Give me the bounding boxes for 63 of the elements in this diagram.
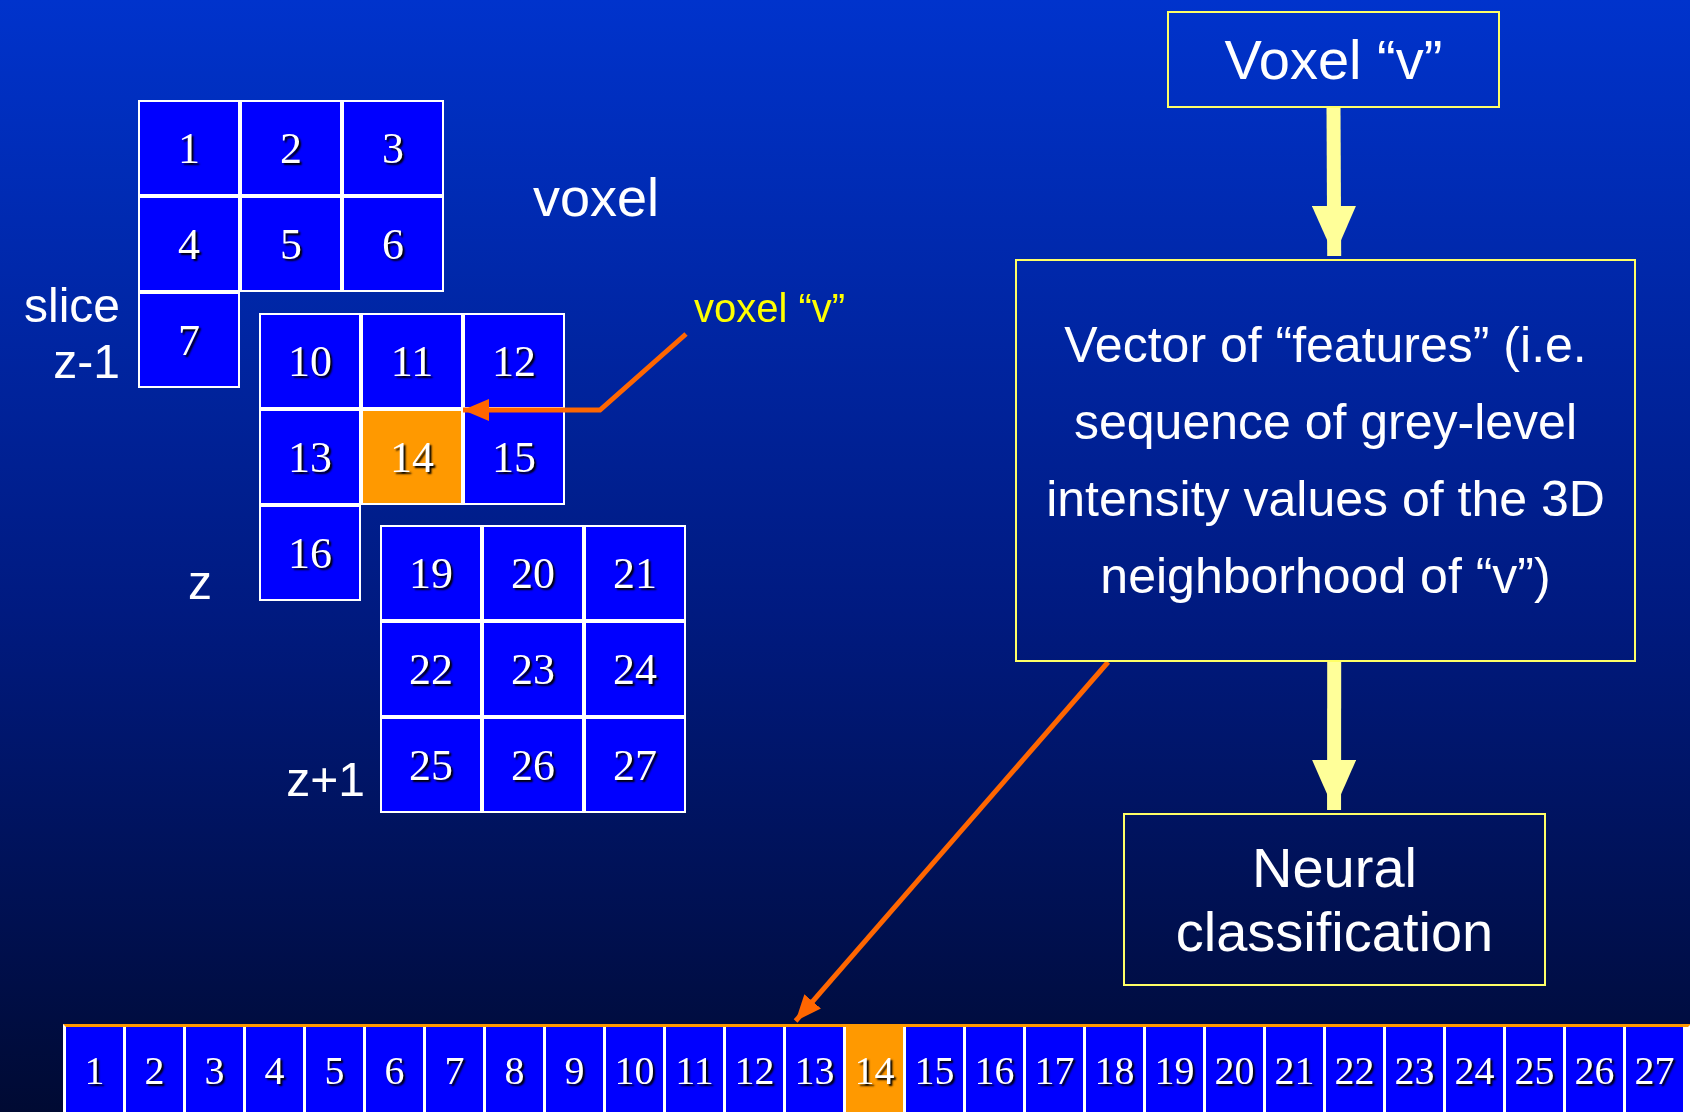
grid-cell: 22 — [380, 621, 482, 717]
arrow — [463, 332, 688, 421]
vector-cell: 21 — [1266, 1027, 1323, 1112]
grid-cell: 14 — [361, 409, 463, 505]
vector-cell: 5 — [306, 1027, 363, 1112]
vector-cell: 16 — [966, 1027, 1023, 1112]
grid-cell: 4 — [138, 196, 240, 292]
grid-cell: 3 — [342, 100, 444, 196]
grid-cell: 25 — [380, 717, 482, 813]
arrow — [1311, 107, 1356, 257]
feature-vector-bar — [63, 1024, 1690, 1112]
grid-cell: 24 — [584, 621, 686, 717]
vector-cell: 18 — [1086, 1027, 1143, 1112]
grid-cell: 7 — [138, 292, 240, 388]
grid-cell: 26 — [482, 717, 584, 813]
grid-cell: 13 — [259, 409, 361, 505]
vector-cell: 8 — [486, 1027, 543, 1112]
grid-cell: 20 — [482, 525, 584, 621]
arrow — [1312, 662, 1357, 810]
slice-label: slice z-1 — [22, 278, 120, 390]
vector-cell: 10 — [606, 1027, 663, 1112]
vector-cell: 6 — [366, 1027, 423, 1112]
vector-cell: 25 — [1506, 1027, 1563, 1112]
arrow — [793, 660, 1111, 1023]
grid-cell: 15 — [463, 409, 565, 505]
vector-cell: 24 — [1446, 1027, 1503, 1112]
grid-cell: 2 — [240, 100, 342, 196]
vector-cell: 17 — [1026, 1027, 1083, 1112]
vector-cell: 2 — [126, 1027, 183, 1112]
vector-cell: 19 — [1146, 1027, 1203, 1112]
grid-cell: 27 — [584, 717, 686, 813]
text-box: Vector of “features” (i.e. sequence of grey-level intensity values of the 3D neighborhood of “v”) — [1015, 259, 1636, 662]
vector-cell: 13 — [786, 1027, 843, 1112]
vector-cell: 27 — [1626, 1027, 1683, 1112]
vector-cell: 12 — [726, 1027, 783, 1112]
vector-cell: 1 — [66, 1027, 123, 1112]
vector-cell: 23 — [1386, 1027, 1443, 1112]
vector-cell: 4 — [246, 1027, 303, 1112]
callout-text: voxel “v” — [686, 282, 876, 334]
voxel-label: voxel — [533, 166, 660, 228]
text-box: Voxel “v” — [1167, 11, 1500, 108]
grid-cell: 16 — [259, 505, 361, 601]
grid-cell: 6 — [342, 196, 444, 292]
vector-cell: 14 — [846, 1027, 903, 1112]
slice-label: z — [187, 555, 213, 611]
vector-cell: 20 — [1206, 1027, 1263, 1112]
slice-label: z+1 — [285, 752, 365, 808]
grid-cell: 11 — [361, 313, 463, 409]
text-box: Neural classification — [1123, 813, 1546, 986]
vector-cell: 11 — [666, 1027, 723, 1112]
vector-cell: 9 — [546, 1027, 603, 1112]
grid-cell: 5 — [240, 196, 342, 292]
grid-cell: 12 — [463, 313, 565, 409]
vector-cell: 22 — [1326, 1027, 1383, 1112]
grid-cell: 1 — [138, 100, 240, 196]
grid-cell: 19 — [380, 525, 482, 621]
vector-cell: 26 — [1566, 1027, 1623, 1112]
vector-cell: 15 — [906, 1027, 963, 1112]
grid-cell: 23 — [482, 621, 584, 717]
vector-cell: 3 — [186, 1027, 243, 1112]
grid-cell: 21 — [584, 525, 686, 621]
grid-cell: 10 — [259, 313, 361, 409]
vector-cell: 7 — [426, 1027, 483, 1112]
